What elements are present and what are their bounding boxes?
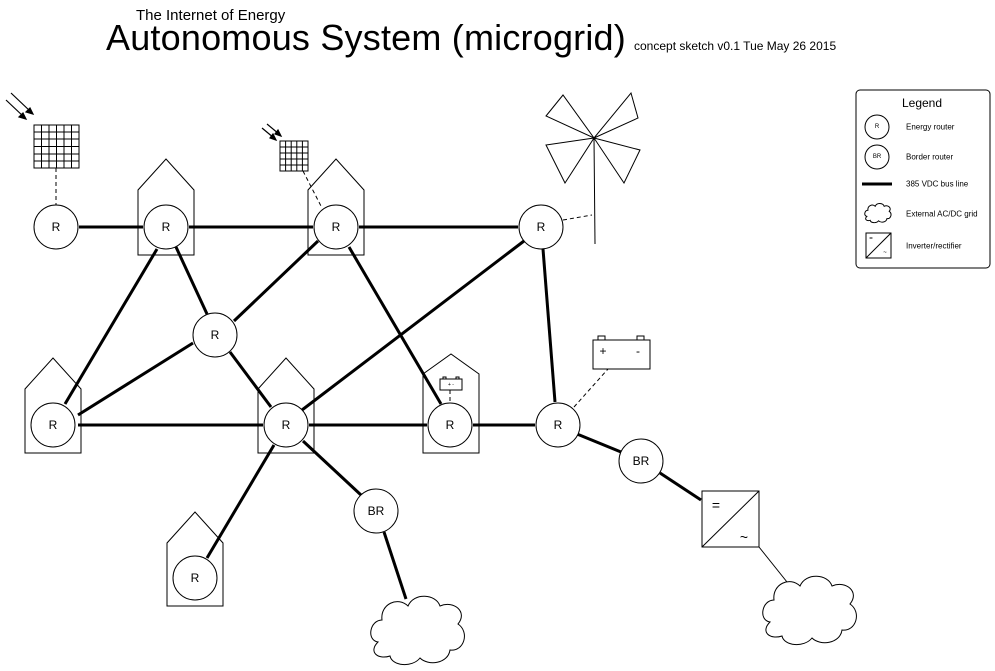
ac-symbol: ~ [740,529,748,545]
sunlight-arrows-icon [5,92,35,120]
energy-router [33,204,79,250]
energy-router [518,204,564,250]
legend-router-symbol [864,114,890,140]
external-grid-cloud-icon [370,595,465,665]
sunlight-arrows-icon [261,123,283,142]
solar-panel-icon [33,124,80,169]
legend-border-router-symbol [864,144,890,170]
router-label: R [191,571,200,585]
small-battery-icon [439,376,463,391]
small-battery-label: + - [448,382,454,388]
legend-label: Inverter/rectifier [906,242,962,251]
router-label: R [554,418,563,432]
legend-router-symbol-text: R [875,124,880,130]
router-label: R [282,418,291,432]
router-label: R [162,220,171,234]
router-label: R [446,418,455,432]
legend: Legend R Energy router BR Border router … [855,89,991,269]
energy-router [192,312,238,358]
diagram-title: Autonomous System (microgrid) [106,17,626,58]
solar-panel-icon [279,140,309,172]
legend-inverter-icon [865,232,892,259]
router-label: R [52,220,61,234]
wind-turbine-icon [545,91,641,245]
legend-border-router-symbol-text: BR [873,154,882,160]
router-label: R [332,220,341,234]
battery-plus: + [599,344,606,358]
legend-label: Border router [906,153,953,162]
inverter-rectifier-icon [701,490,760,548]
legend-ac-symbol: ~ [883,250,887,256]
energy-router [535,402,581,448]
legend-box [855,89,991,269]
dc-symbol: = [712,497,720,513]
diagram-subtitle: The Internet of Energy [136,7,286,24]
legend-title: Legend [902,96,942,110]
legend-label: External AC/DC grid [906,210,978,219]
legend-cloud-icon [864,203,892,224]
legend-label: 385 VDC bus line [906,180,969,189]
energy-router [263,402,309,448]
diagram-note: concept sketch v0.1 Tue May 26 2015 [634,39,837,53]
energy-router [143,204,189,250]
energy-router [427,402,473,448]
battery-icon [592,335,651,370]
legend-label: Energy router [906,123,955,132]
energy-router [30,402,76,448]
router-label: R [537,220,546,234]
external-grid-cloud-icon [762,575,857,645]
border-router [353,488,399,534]
border-router-label: BR [368,504,385,518]
router-label: R [49,418,58,432]
energy-router [313,204,359,250]
battery-minus: - [636,344,640,358]
router-label: R [211,328,220,342]
energy-router [172,555,218,601]
border-router [618,438,664,484]
border-router-label: BR [633,454,650,468]
legend-dc-symbol: = [869,236,873,242]
bus-lines [63,225,702,600]
